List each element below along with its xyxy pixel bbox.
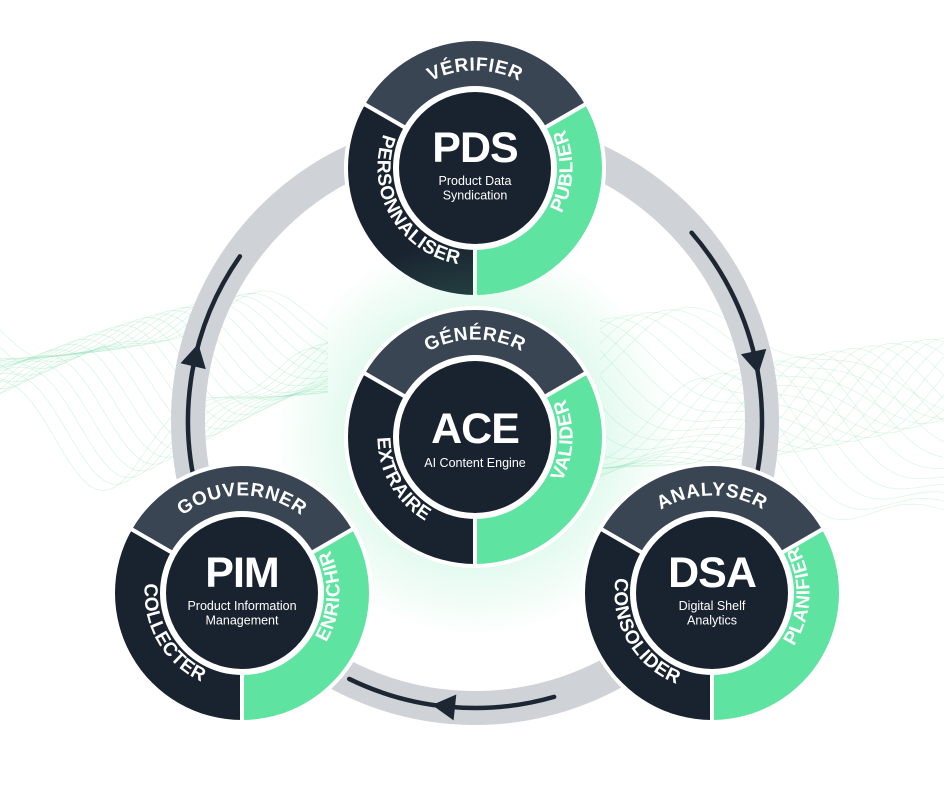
triangle-arrow-icon <box>180 343 206 370</box>
wave-line <box>0 325 329 423</box>
segment-top <box>365 310 585 396</box>
triangle-arrow-icon <box>740 348 767 375</box>
wave-line <box>0 313 329 401</box>
module-subtitle: Analytics <box>687 614 737 628</box>
wave-line <box>0 338 329 444</box>
wave-line <box>0 300 329 389</box>
module-code: PIM <box>205 549 278 597</box>
wave-line <box>0 343 329 485</box>
wave-line <box>0 309 329 394</box>
segment-right <box>475 373 602 564</box>
module-code: DSA <box>668 549 756 597</box>
modules: VÉRIFIERPUBLIERPERSONNALISERPDSProduct D… <box>111 37 843 724</box>
module-subtitle: Product Information <box>187 599 296 613</box>
wave-line <box>0 329 329 430</box>
wave-line <box>0 295 329 376</box>
module-subtitle: AI Content Engine <box>424 456 526 470</box>
segment-divider <box>362 101 407 130</box>
segment-top <box>132 466 352 552</box>
module-subtitle: Management <box>206 614 279 628</box>
wave-line <box>0 343 329 451</box>
wave-line <box>0 290 329 363</box>
segment-divider <box>310 526 355 555</box>
triangle-arrow-icon <box>432 694 457 721</box>
segment-divider <box>362 370 407 399</box>
wave-line <box>0 347 329 492</box>
segment-divider <box>780 526 825 555</box>
wave-line <box>599 306 945 411</box>
wave-line <box>0 320 328 415</box>
segment-left <box>585 529 712 720</box>
wave-line <box>0 333 329 437</box>
wave-line <box>0 317 329 408</box>
inner-disc <box>166 517 318 669</box>
inner-disc <box>399 361 551 513</box>
segment-top <box>365 41 585 127</box>
wave-line <box>0 349 329 458</box>
inner-disc <box>636 517 788 669</box>
wave-line <box>0 306 329 394</box>
module-code: PDS <box>432 124 517 172</box>
segment-top <box>602 466 822 552</box>
inner-disc <box>399 92 551 244</box>
segment-divider <box>129 526 174 555</box>
wave-line <box>0 297 329 383</box>
module-subtitle: Digital Shelf <box>679 599 746 613</box>
segment-left <box>347 373 475 564</box>
segment-right <box>242 529 369 720</box>
module-subtitle: Syndication <box>443 189 508 203</box>
wave-line <box>0 303 329 394</box>
segment-left <box>114 529 242 720</box>
segment-divider <box>599 526 644 555</box>
module-pds: VÉRIFIERPUBLIERPERSONNALISERPDSProduct D… <box>344 37 606 299</box>
cycle-track <box>185 254 243 498</box>
module-subtitle: Product Data <box>439 174 512 188</box>
wave-line <box>0 293 329 369</box>
wave-line <box>0 354 329 465</box>
module-code: ACE <box>431 405 519 453</box>
wave-line <box>0 347 329 472</box>
segment-divider <box>543 370 588 399</box>
segment-divider <box>543 101 588 130</box>
segment-right <box>712 529 839 720</box>
wave-line <box>0 341 329 479</box>
